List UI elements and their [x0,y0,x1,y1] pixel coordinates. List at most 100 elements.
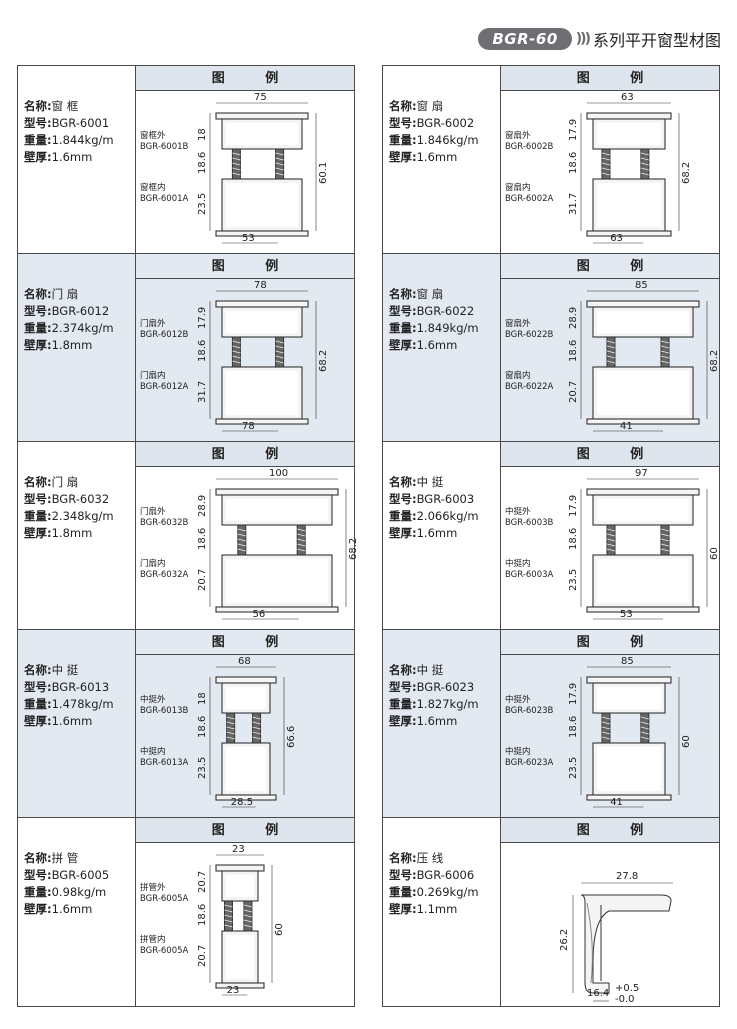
profile-wall-thickness-label: 壁厚: [24,526,52,540]
break-dimension: 18.6 [197,903,208,926]
break-dimension: 18.6 [568,151,579,174]
profile-svg [209,854,273,996]
profile-name: 中 挺 [416,663,444,677]
height-dimension: 60 [681,735,692,748]
profile-weight-label: 重量: [389,697,417,711]
part-code: BGR-6003A [505,570,554,580]
break-dimension: 18.6 [568,339,579,362]
part-name: 中挺外 [140,695,166,705]
profile-svg [580,666,680,808]
profile-name-label: 名称: [389,851,417,865]
part-name: 门扇外 [140,507,166,517]
profile-svg [209,478,347,620]
upper-dimension: 20.7 [197,870,208,893]
part-code: BGR-6013B [140,706,189,716]
upper-dimension: 18 [197,692,208,705]
profile-name-line: 名称:中 挺 [389,474,500,491]
profile-model-line: 型号:BGR-6005 [24,867,135,884]
width-dimension: 97 [635,468,648,479]
profile-model-line: 型号:BGR-6002 [389,115,500,132]
profile-weight-label: 重量: [389,885,417,899]
profile-name-label: 名称: [389,99,417,113]
break-dimension: 18.6 [568,527,579,550]
series-badge: BGR-60 [478,28,572,50]
profile-model-line: 型号:BGR-6003 [389,491,500,508]
lower-dimension: 20.7 [197,568,208,591]
base-dimension: 53 [242,233,255,244]
profile-name-line: 名称:拼 管 [24,850,135,867]
height-dimension: 26.2 [559,928,570,951]
profile-name-label: 名称: [389,475,417,489]
upper-dimension: 18 [197,128,208,141]
profile-wall-thickness: 1.6mm [416,338,458,352]
part-name: 窗框内 [140,183,166,193]
base-dimension: 63 [610,233,623,244]
part-name: 窗扇内 [505,183,531,193]
profile-weight-label: 重量: [389,133,417,147]
part-name: 中挺外 [505,507,531,517]
lower-dimension: 20.7 [568,380,579,403]
part-code: BGR-6032A [140,570,189,580]
part-code: BGR-6032B [140,518,189,528]
part-name: 中挺外 [505,695,531,705]
profile-model-line: 型号:BGR-6023 [389,679,500,696]
part-name: 窗扇外 [505,131,531,141]
height-dimension: 66.6 [286,725,297,748]
profile-wall-thickness-label: 壁厚: [24,338,52,352]
profile-wall-thickness-label: 壁厚: [389,902,417,916]
part-code: BGR-6023B [505,706,554,716]
height-dimension: 68.2 [318,349,329,372]
page-title: 系列平开窗型材图 [592,31,721,50]
profile-model: BGR-6005 [51,868,110,882]
base-dimension: 41 [620,421,633,432]
profile-wall-thickness-line: 壁厚:1.8mm [24,525,135,542]
upper-dimension: 17.9 [568,118,579,141]
profile-name: 窗 扇 [416,99,444,113]
part-code: BGR-6002A [505,194,554,204]
part-code: BGR-6022B [505,330,554,340]
profile-wall-thickness: 1.1mm [416,902,458,916]
profile-model-label: 型号: [389,116,417,130]
profile-model-label: 型号: [24,304,52,318]
profile-svg [209,666,285,808]
profile-weight-line: 重量:1.827kg/m [389,696,500,713]
profile-svg [580,290,708,432]
part-name: 门扇内 [140,559,166,569]
profile-model-label: 型号: [24,116,52,130]
base-dimension: 56 [252,609,266,620]
profile-model-line: 型号:BGR-6001 [24,115,135,132]
profile-weight-label: 重量: [389,509,417,523]
profile-model: BGR-6001 [51,116,110,130]
profile-wall-thickness-line: 壁厚:1.8mm [24,337,135,354]
profile-wall-thickness: 1.6mm [416,526,458,540]
part-code: BGR-6005A [140,946,189,956]
profile-weight-label: 重量: [24,133,52,147]
gap-dimension: 16.4 [587,988,610,999]
profile-model-label: 型号: [389,680,417,694]
